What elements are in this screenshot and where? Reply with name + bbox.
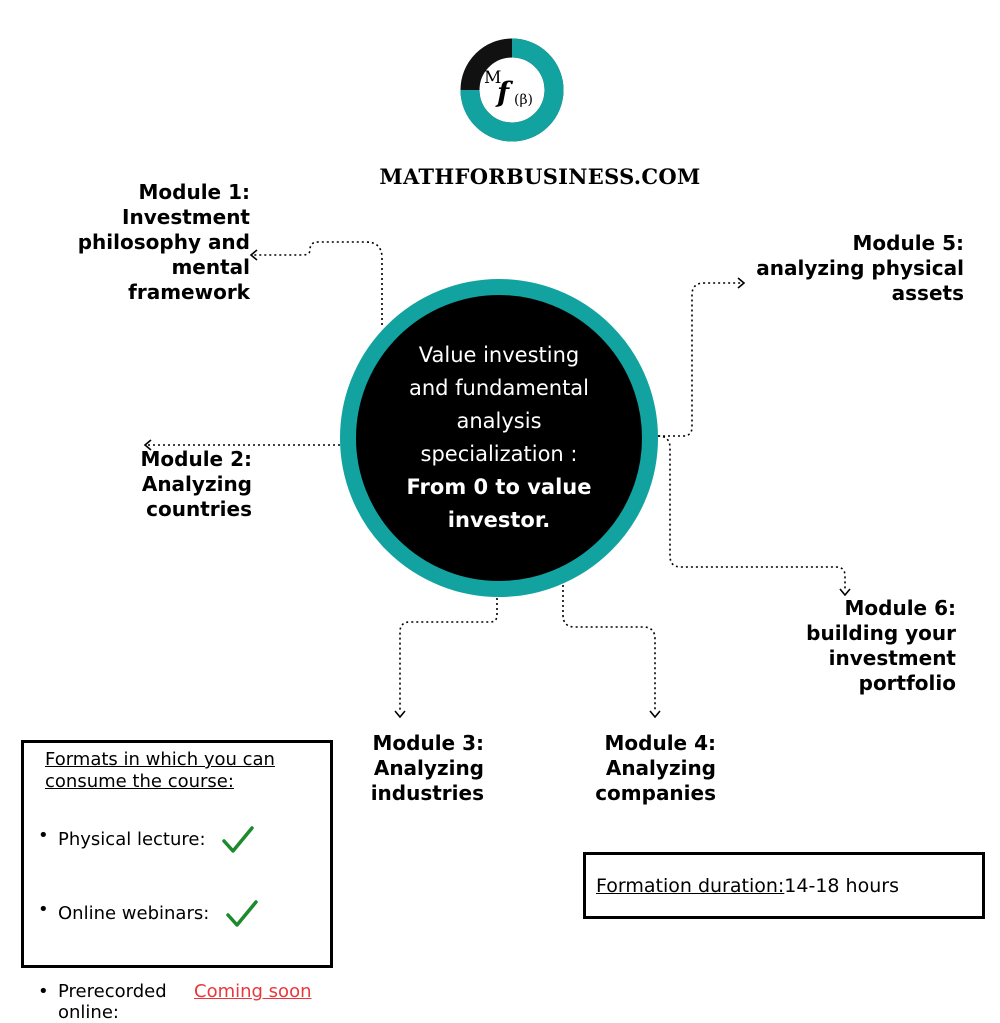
connector-module-1 <box>252 241 383 325</box>
format-item-physical-lecture: Physical lecture: <box>36 825 326 855</box>
module-1-line: framework <box>128 280 250 304</box>
module-3-line: Analyzing <box>373 756 484 780</box>
arrowhead-module-3 <box>394 710 406 719</box>
arrowhead-module-5 <box>737 277 746 289</box>
arrowhead-module-6 <box>839 588 851 597</box>
duration-label: Formation duration: <box>596 874 785 897</box>
module-6-label: Module 6: building your investment portf… <box>770 596 956 696</box>
center-line: specialization : <box>420 442 578 466</box>
module-2-line: Module 2: <box>140 447 253 471</box>
arrowhead-module-2 <box>143 439 152 451</box>
duration-value: 14-18 hours <box>784 874 899 897</box>
logo-letter-m: M <box>484 68 501 88</box>
formats-box: Formats in which you can consume the cou… <box>21 740 333 1023</box>
check-icon <box>222 826 255 853</box>
check-icon <box>226 900 258 927</box>
module-4-line: companies <box>595 781 716 805</box>
logo-letter-beta: (β) <box>514 92 533 108</box>
formats-list: Physical lecture: Online webinars: Prere… <box>36 825 326 1023</box>
module-6-line: Module 6: <box>844 596 957 620</box>
module-1-line: mental <box>171 255 250 279</box>
module-2-label: Module 2: Analyzing countries <box>100 447 253 522</box>
coming-soon-link[interactable]: Coming soon <box>194 981 312 1002</box>
module-3-line: industries <box>370 781 484 805</box>
module-3-line: Module 3: <box>372 731 485 755</box>
format-item-online-webinars: Online webinars: <box>36 899 326 929</box>
module-3-label: Module 3: Analyzing industries <box>330 731 484 806</box>
module-6-line: portfolio <box>858 671 956 695</box>
module-1-line: Module 1: <box>138 180 251 204</box>
arrowhead-module-4 <box>649 710 661 719</box>
connector-module-5 <box>658 282 742 437</box>
format-item-prerecorded: Prerecorded online: Coming soon <box>36 981 338 1023</box>
connector-lines <box>143 241 851 719</box>
format-label: Online webinars: <box>58 903 210 924</box>
module-5-line: analyzing physical <box>756 256 964 280</box>
arrowhead-module-1 <box>249 249 258 261</box>
logo-ring-icon: M f (β) <box>460 38 564 142</box>
center-hub-circle: Value investing and fundamental analysis… <box>340 279 658 597</box>
center-hub-text: Value investing and fundamental analysis… <box>389 339 609 537</box>
module-1-line: Investment <box>122 205 250 229</box>
mathforbusiness-logo: M f (β) <box>460 38 564 142</box>
center-bold-line: From 0 to value <box>406 475 592 499</box>
module-6-line: investment <box>828 646 956 670</box>
module-2-line: Analyzing <box>141 472 252 496</box>
duration-box: Formation duration: 14-18 hours <box>583 852 985 919</box>
connector-module-3 <box>399 598 498 712</box>
center-bold-line: investor. <box>447 508 551 532</box>
connector-module-6 <box>657 435 846 590</box>
module-4-label: Module 4: Analyzing companies <box>556 731 716 806</box>
connector-module-4 <box>562 585 656 712</box>
format-label: online: <box>58 1002 119 1023</box>
module-2-line: countries <box>146 497 252 521</box>
site-name: MATHFORBUSINESS.COM <box>379 164 701 189</box>
format-label: Physical lecture: <box>58 829 206 850</box>
formats-title: Formats in which you can consume the cou… <box>45 749 275 792</box>
module-1-label: Module 1: Investment philosophy and ment… <box>40 180 250 305</box>
center-line: analysis <box>456 409 542 433</box>
format-label: Prerecorded <box>58 981 167 1002</box>
center-line: and fundamental <box>408 376 590 400</box>
module-4-line: Analyzing <box>605 756 716 780</box>
center-line: Value investing <box>418 343 580 367</box>
module-6-line: building your <box>806 621 956 645</box>
module-5-line: Module 5: <box>852 231 965 255</box>
module-5-line: assets <box>891 281 964 305</box>
module-4-line: Module 4: <box>604 731 717 755</box>
module-1-line: philosophy and <box>77 230 250 254</box>
module-5-label: Module 5: analyzing physical assets <box>724 231 964 306</box>
